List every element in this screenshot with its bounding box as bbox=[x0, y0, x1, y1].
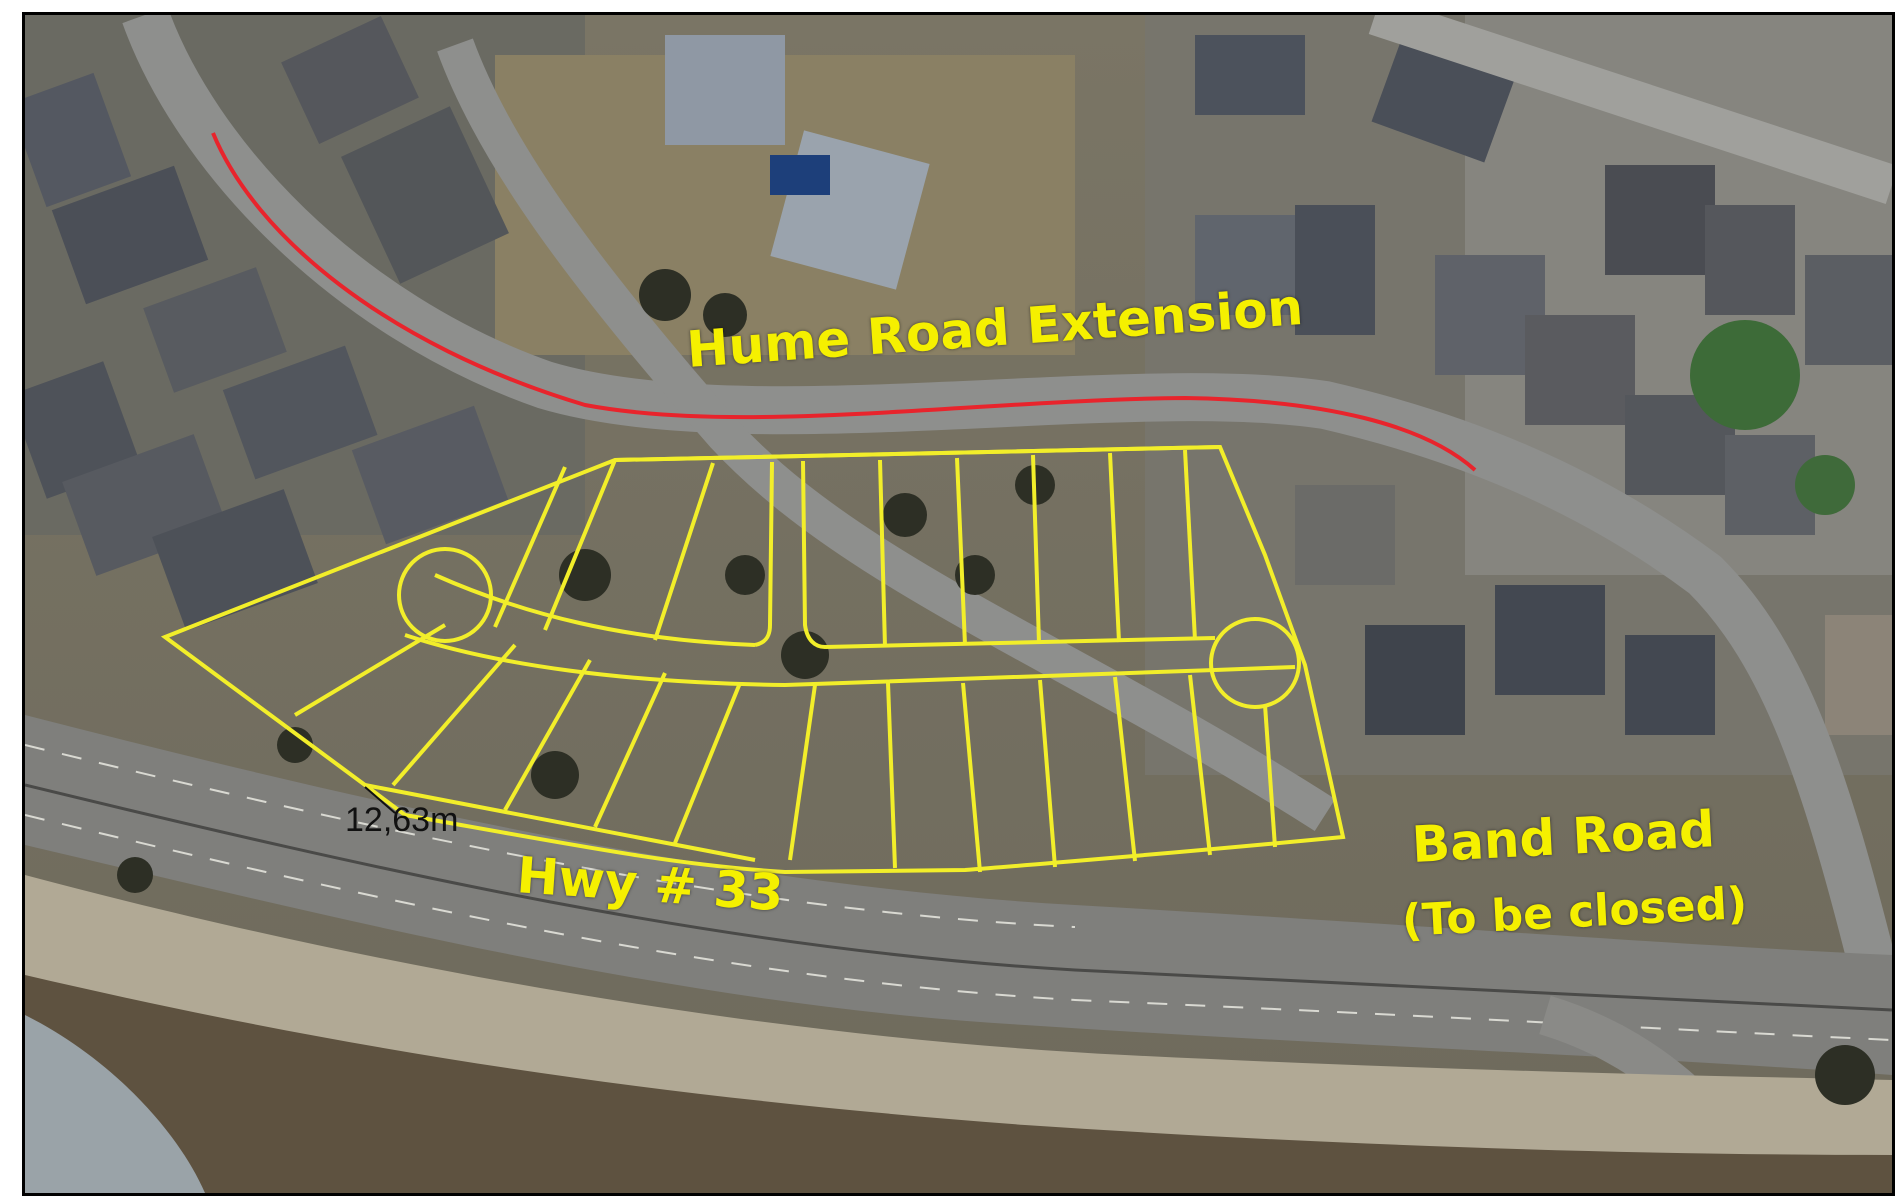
subdivision-lot-lines bbox=[160, 444, 1346, 875]
field bbox=[25, 975, 1892, 1193]
pond bbox=[25, 1015, 205, 1193]
trees bbox=[117, 269, 1875, 1105]
aerial-map: Hume Road Extension Hwy # 33 Band Road (… bbox=[22, 12, 1895, 1196]
proposed-road-line bbox=[211, 132, 1477, 472]
aerial-map-canvas bbox=[25, 15, 1892, 1193]
dimension-tick bbox=[364, 786, 396, 814]
lot-frontage-dimension: 12,63m bbox=[345, 801, 459, 839]
band-road-label: Band Road bbox=[1410, 800, 1717, 874]
